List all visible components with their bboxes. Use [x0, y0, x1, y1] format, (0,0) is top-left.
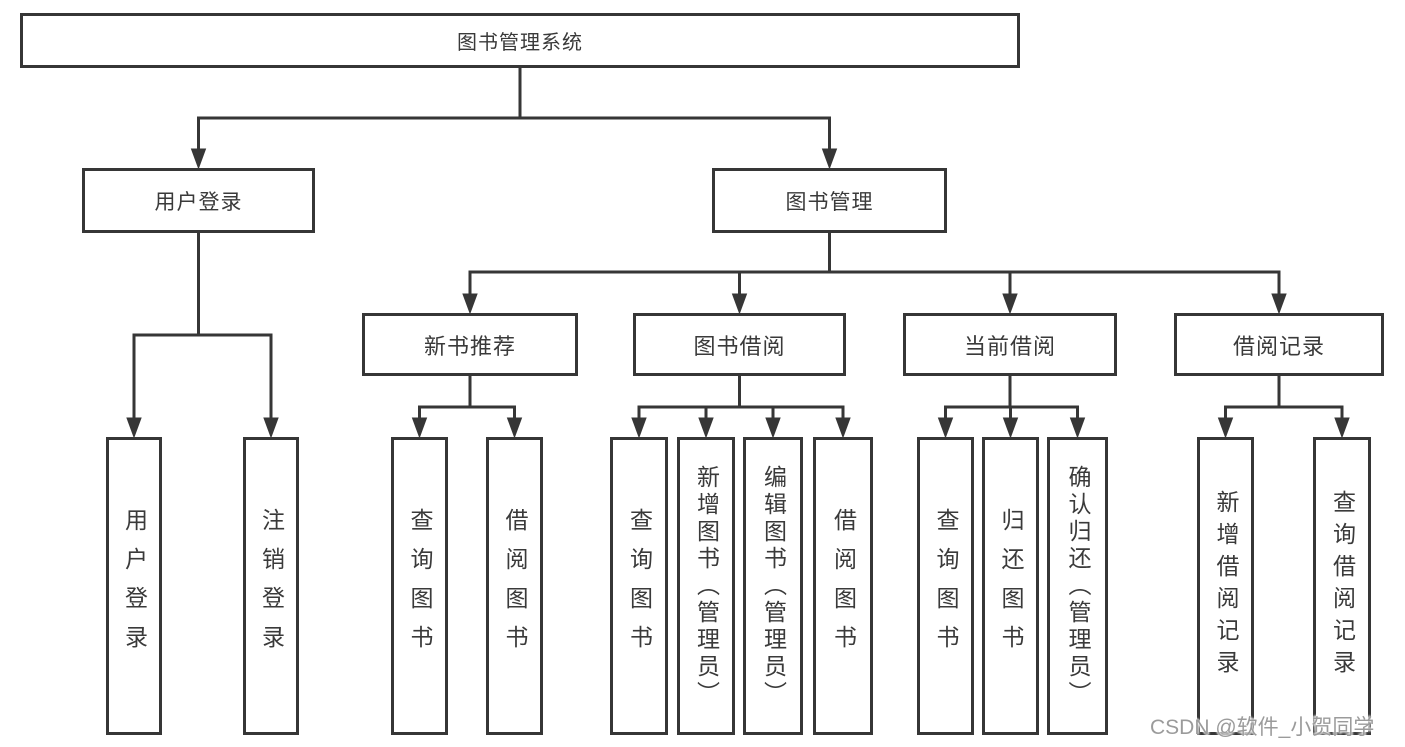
- node-label: 图书管理系统: [457, 32, 583, 54]
- node-leaf-add-books-admin: 新增图书（管理员）: [677, 437, 735, 735]
- connector-root-to-level1: [190, 68, 838, 170]
- node-label: 查询图书: [626, 508, 653, 664]
- node-leaf-query-borrow-record: 查询借阅记录: [1313, 437, 1371, 735]
- node-label: 新书推荐: [423, 333, 516, 359]
- node-label: 注销登录: [258, 508, 285, 664]
- node-leaf-user-login: 用户登录: [106, 437, 162, 735]
- node-label: 借阅记录: [1232, 333, 1325, 359]
- connector-book-borrow-children: [631, 376, 851, 439]
- node-leaf-query-books-current: 查询图书: [917, 437, 974, 735]
- node-label: 查询图书: [933, 508, 959, 664]
- node-leaf-return-books: 归还图书: [982, 437, 1039, 735]
- node-label: 借阅图书: [830, 508, 857, 664]
- connector-user-login-children: [126, 233, 279, 439]
- node-current-borrow: 当前借阅: [903, 313, 1117, 376]
- node-leaf-borrow-books: 借阅图书: [813, 437, 873, 735]
- node-label: 归还图书: [998, 508, 1024, 664]
- node-leaf-logout: 注销登录: [243, 437, 299, 735]
- node-label: 新增借阅记录: [1213, 490, 1239, 682]
- node-leaf-query-books-borrow: 查询图书: [610, 437, 668, 735]
- connector-new-books-children: [411, 376, 523, 439]
- csdn-watermark: CSDN @软件_小贺同学: [1150, 716, 1375, 739]
- node-label: 查询图书: [407, 508, 433, 664]
- node-label: 图书管理: [785, 190, 874, 214]
- connector-current-borrow-children: [937, 376, 1086, 439]
- node-leaf-edit-books-admin: 编辑图书（管理员）: [743, 437, 803, 735]
- node-borrow-records: 借阅记录: [1174, 313, 1384, 376]
- node-label: 当前借阅: [963, 333, 1056, 359]
- node-label: 用户登录: [121, 508, 148, 664]
- node-label: 确认归还（管理员）: [1065, 464, 1091, 708]
- node-library-system: 图书管理系统: [20, 13, 1020, 68]
- connector-borrow-records-children: [1217, 376, 1350, 439]
- node-book-management: 图书管理: [712, 168, 947, 233]
- node-label: 图书借阅: [693, 333, 786, 359]
- node-leaf-borrow-books-recommend: 借阅图书: [486, 437, 543, 735]
- node-leaf-query-books-recommend: 查询图书: [391, 437, 448, 735]
- node-book-borrow: 图书借阅: [633, 313, 846, 376]
- node-new-book-recommend: 新书推荐: [362, 313, 578, 376]
- connector-book-mgmt-children: [462, 233, 1287, 315]
- node-leaf-confirm-return-admin: 确认归还（管理员）: [1047, 437, 1108, 735]
- node-leaf-add-borrow-record: 新增借阅记录: [1197, 437, 1254, 735]
- node-label: 新增图书（管理员）: [693, 464, 720, 708]
- node-label: 借阅图书: [502, 508, 528, 664]
- node-label: 用户登录: [154, 190, 243, 214]
- node-user-login: 用户登录: [82, 168, 315, 233]
- node-label: 编辑图书（管理员）: [760, 464, 787, 708]
- node-label: 查询借阅记录: [1329, 490, 1356, 682]
